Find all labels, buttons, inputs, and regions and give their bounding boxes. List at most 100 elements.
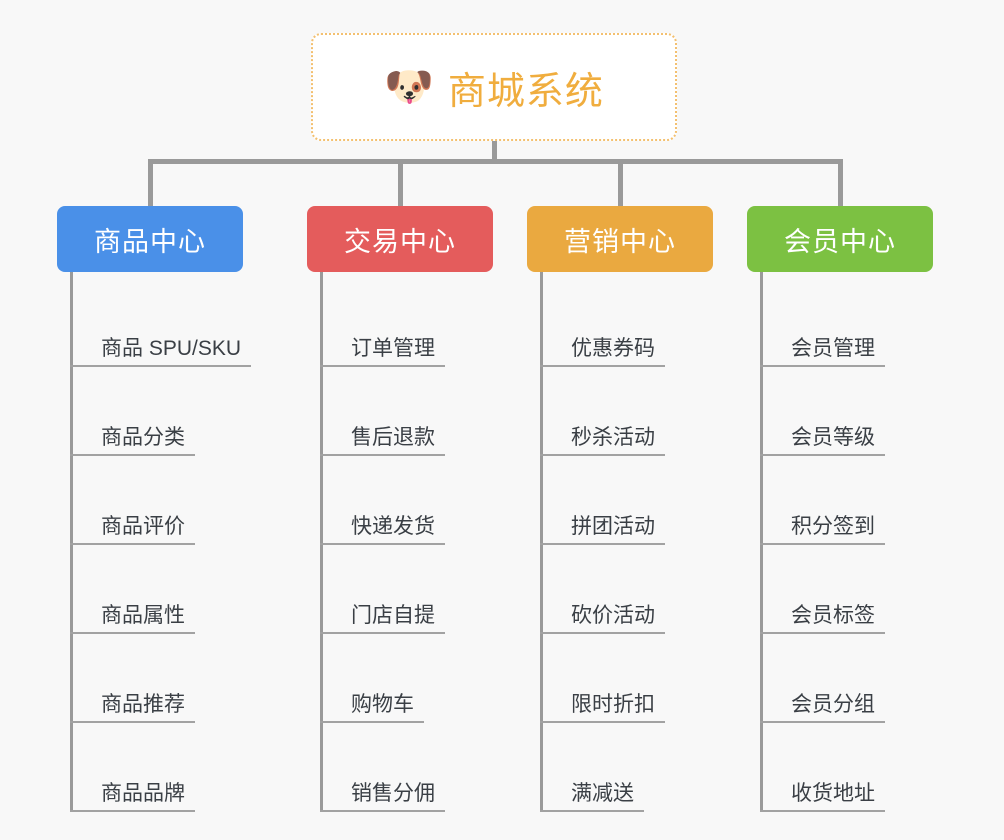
- category-label: 营销中心: [564, 226, 676, 257]
- leaf-item-label: 订单管理: [351, 336, 435, 360]
- leaf-underline: [320, 810, 445, 812]
- leaf-underline: [540, 632, 665, 634]
- leaf-item-label: 商品评价: [101, 514, 185, 538]
- category-box-1[interactable]: 商品中心: [57, 206, 243, 272]
- leaf-list: 优惠券码秒杀活动拼团活动砍价活动限时折扣满减送: [527, 272, 713, 812]
- leaf-underline: [70, 632, 195, 634]
- leaf-item[interactable]: 优惠券码: [527, 278, 713, 367]
- category-label: 会员中心: [784, 226, 896, 257]
- leaf-underline: [760, 454, 885, 456]
- leaf-item-label: 会员分组: [791, 692, 875, 716]
- column-2: 交易中心订单管理售后退款快递发货门店自提购物车销售分佣: [307, 206, 493, 812]
- leaf-item[interactable]: 订单管理: [307, 278, 493, 367]
- root-title: 商城系统: [447, 70, 604, 113]
- leaf-item[interactable]: 会员标签: [747, 545, 933, 634]
- leaf-item-label: 秒杀活动: [571, 425, 655, 449]
- leaf-underline: [320, 632, 445, 634]
- leaf-item-label: 会员等级: [791, 425, 875, 449]
- leaf-item-label: 会员标签: [791, 603, 875, 627]
- connector-drop-1: [148, 159, 153, 207]
- root-connector-stem: [492, 141, 497, 161]
- leaf-item-label: 商品分类: [101, 425, 185, 449]
- leaf-trunk-line: [320, 272, 323, 812]
- leaf-item-label: 商品品牌: [101, 781, 185, 805]
- leaf-item[interactable]: 会员等级: [747, 367, 933, 456]
- leaf-underline: [70, 454, 195, 456]
- leaf-item-label: 优惠券码: [571, 336, 655, 360]
- leaf-item[interactable]: 门店自提: [307, 545, 493, 634]
- leaf-item-label: 收货地址: [791, 781, 875, 805]
- column-1: 商品中心商品 SPU/SKU 商品分类商品评价商品属性商品推荐商品品牌: [57, 206, 252, 812]
- leaf-underline: [760, 543, 885, 545]
- leaf-underline: [540, 721, 665, 723]
- leaf-trunk-line: [70, 272, 73, 812]
- leaf-list: 订单管理售后退款快递发货门店自提购物车销售分佣: [307, 272, 493, 812]
- leaf-item-label: 会员管理: [791, 336, 875, 360]
- leaf-underline: [760, 365, 885, 367]
- leaf-item-label: 满减送: [571, 781, 634, 805]
- leaf-underline: [320, 543, 445, 545]
- leaf-item[interactable]: 积分签到: [747, 456, 933, 545]
- connector-drop-2: [398, 159, 403, 207]
- leaf-underline: [540, 810, 644, 812]
- leaf-underline: [760, 810, 885, 812]
- leaf-list: 会员管理会员等级积分签到会员标签会员分组收货地址: [747, 272, 933, 812]
- leaf-trunk-line: [540, 272, 543, 812]
- leaf-item[interactable]: 销售分佣: [307, 723, 493, 812]
- leaf-list: 商品 SPU/SKU 商品分类商品评价商品属性商品推荐商品品牌: [57, 272, 252, 812]
- leaf-item-label: 拼团活动: [571, 514, 655, 538]
- leaf-underline: [540, 543, 665, 545]
- leaf-underline: [70, 810, 195, 812]
- leaf-item[interactable]: 收货地址: [747, 723, 933, 812]
- connector-drop-3: [618, 159, 623, 207]
- leaf-underline: [540, 365, 665, 367]
- leaf-underline: [320, 721, 424, 723]
- leaf-underline: [760, 721, 885, 723]
- leaf-item-label: 商品推荐: [101, 692, 185, 716]
- category-label: 商品中心: [94, 226, 206, 257]
- leaf-item[interactable]: 购物车: [307, 634, 493, 723]
- leaf-underline: [70, 543, 195, 545]
- root-connector-bus: [149, 159, 841, 164]
- leaf-item[interactable]: 会员分组: [747, 634, 933, 723]
- leaf-item[interactable]: 会员管理: [747, 278, 933, 367]
- leaf-item-label: 售后退款: [351, 425, 435, 449]
- leaf-item[interactable]: 砍价活动: [527, 545, 713, 634]
- column-3: 营销中心优惠券码秒杀活动拼团活动砍价活动限时折扣满减送: [527, 206, 713, 812]
- category-label: 交易中心: [344, 226, 456, 257]
- leaf-underline: [70, 721, 195, 723]
- category-box-2[interactable]: 交易中心: [307, 206, 493, 272]
- leaf-item[interactable]: 商品 SPU/SKU: [57, 278, 252, 367]
- leaf-item-label: 购物车: [351, 692, 414, 716]
- category-box-4[interactable]: 会员中心: [747, 206, 933, 272]
- leaf-item-label: 销售分佣: [351, 781, 435, 805]
- leaf-item-label: 限时折扣: [571, 692, 655, 716]
- leaf-item[interactable]: 快递发货: [307, 456, 493, 545]
- leaf-underline: [320, 365, 445, 367]
- leaf-item[interactable]: 商品品牌: [57, 723, 243, 812]
- leaf-item-label: 门店自提: [351, 603, 435, 627]
- leaf-underline: [70, 365, 252, 367]
- column-4: 会员中心会员管理会员等级积分签到会员标签会员分组收货地址: [747, 206, 933, 812]
- leaf-trunk-line: [760, 272, 763, 812]
- leaf-item[interactable]: 拼团活动: [527, 456, 713, 545]
- leaf-item[interactable]: 商品分类: [57, 367, 243, 456]
- leaf-item[interactable]: 限时折扣: [527, 634, 713, 723]
- leaf-item[interactable]: 商品评价: [57, 456, 243, 545]
- leaf-item-label: 砍价活动: [571, 603, 655, 627]
- leaf-item-label: 商品属性: [101, 603, 185, 627]
- root-node[interactable]: 🐶 商城系统: [311, 33, 677, 141]
- leaf-underline: [540, 454, 665, 456]
- connector-drop-4: [838, 159, 843, 207]
- leaf-underline: [760, 632, 885, 634]
- leaf-item-label: 商品 SPU/SKU: [101, 336, 242, 360]
- leaf-item[interactable]: 售后退款: [307, 367, 493, 456]
- leaf-item[interactable]: 满减送: [527, 723, 713, 812]
- category-box-3[interactable]: 营销中心: [527, 206, 713, 272]
- leaf-item-label: 快递发货: [351, 514, 435, 538]
- leaf-item[interactable]: 商品属性: [57, 545, 243, 634]
- leaf-item[interactable]: 商品推荐: [57, 634, 243, 723]
- leaf-item[interactable]: 秒杀活动: [527, 367, 713, 456]
- leaf-underline: [320, 454, 445, 456]
